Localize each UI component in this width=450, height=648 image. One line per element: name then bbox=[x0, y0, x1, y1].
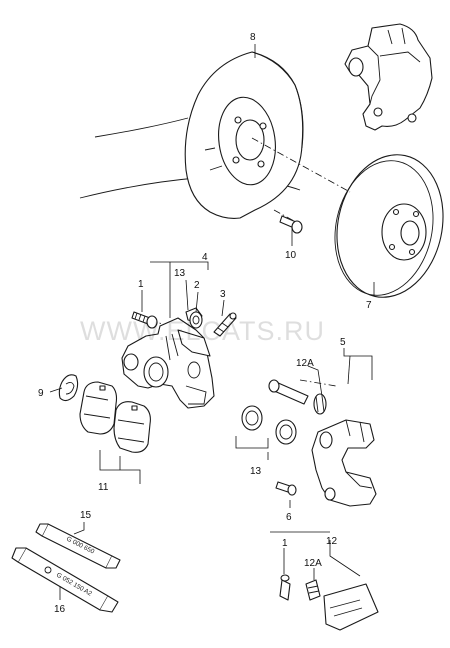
callout-10: 10 bbox=[285, 250, 297, 261]
callout-16: 16 bbox=[54, 604, 66, 615]
spring-clip-part-9 bbox=[58, 374, 79, 402]
guide-bolt-part bbox=[268, 379, 327, 415]
caliper-carrier-top bbox=[344, 23, 433, 131]
seal-ring-part bbox=[241, 405, 297, 445]
callout-7: 7 bbox=[366, 300, 372, 311]
callout-4: 4 bbox=[202, 252, 208, 263]
callout-2: 2 bbox=[194, 280, 200, 291]
leader-lines bbox=[49, 44, 375, 600]
callout-15: 15 bbox=[80, 510, 92, 521]
bolt-part-6 bbox=[275, 481, 297, 496]
watermark-text: WWW.ELCATS.RU bbox=[80, 316, 325, 346]
repair-kit-part bbox=[279, 574, 379, 631]
bleeder-valve-part-3 bbox=[213, 312, 237, 337]
callout-12A-b: 12A bbox=[304, 558, 322, 569]
callout-11: 11 bbox=[98, 482, 109, 493]
callout-labels: 8 10 7 4 13 1 2 3 5 12A 9 11 13 6 15 12 … bbox=[38, 32, 372, 615]
callout-9: 9 bbox=[38, 388, 44, 399]
brake-caliper-part bbox=[121, 317, 215, 409]
callout-13b: 13 bbox=[250, 466, 262, 477]
bolt-part-10 bbox=[279, 215, 303, 234]
brake-pad-left bbox=[79, 381, 118, 435]
callout-3: 3 bbox=[220, 289, 226, 300]
callout-5: 5 bbox=[340, 337, 346, 348]
callout-1b: 1 bbox=[282, 538, 288, 549]
callout-8: 8 bbox=[250, 32, 256, 43]
caliper-carrier-lower bbox=[311, 419, 377, 507]
callout-1a: 1 bbox=[138, 279, 144, 290]
callout-6: 6 bbox=[286, 512, 292, 523]
brake-pad-right bbox=[113, 401, 151, 453]
brake-disc-part bbox=[334, 154, 444, 298]
callout-13a: 13 bbox=[174, 268, 186, 279]
splash-shield-part bbox=[184, 51, 304, 219]
bolt-part-1 bbox=[131, 311, 158, 329]
callout-12: 12 bbox=[326, 536, 338, 547]
callout-12A-a: 12A bbox=[296, 358, 314, 369]
